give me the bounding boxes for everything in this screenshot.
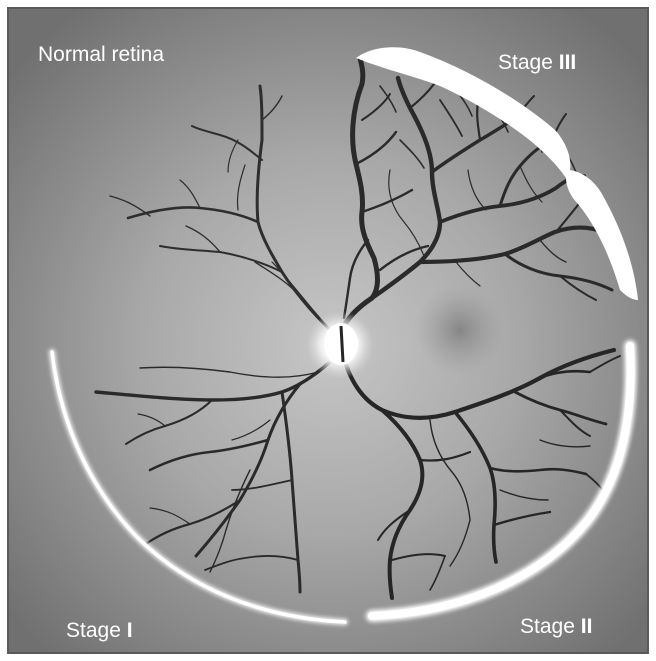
normal-retina-label: Normal retina xyxy=(38,44,164,65)
stage1-word: Stage xyxy=(66,619,121,642)
stage2-numeral: II xyxy=(581,615,593,638)
stage2-word: Stage xyxy=(520,615,575,638)
stage3-word: Stage xyxy=(498,51,553,74)
stage1-numeral: I xyxy=(127,619,133,642)
normal-retina-text: Normal retina xyxy=(38,43,164,66)
stage3-label: Stage III xyxy=(498,52,576,73)
optic-disc-vessel xyxy=(341,326,343,362)
stage1-label: Stage I xyxy=(66,620,133,641)
macula xyxy=(415,285,505,375)
stage2-label: Stage II xyxy=(520,616,592,637)
stage3-numeral: III xyxy=(559,51,577,74)
